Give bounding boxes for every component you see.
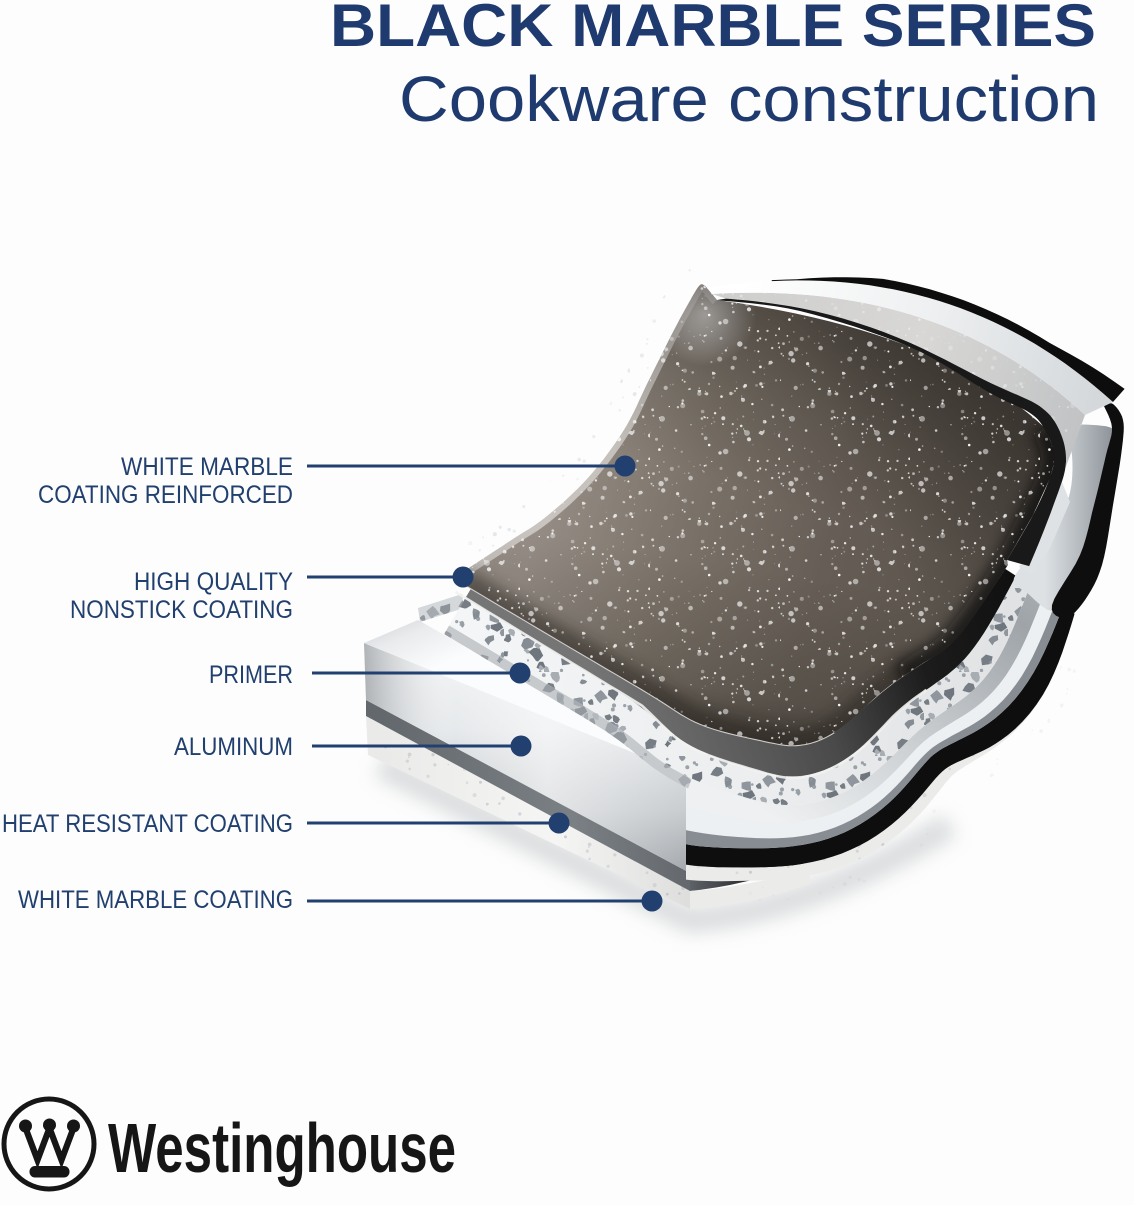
svg-text:HIGH QUALITY: HIGH QUALITY bbox=[134, 568, 293, 596]
svg-text:BLACK MARBLE SERIES: BLACK MARBLE SERIES bbox=[330, 0, 1096, 59]
svg-text:COATING REINFORCED: COATING REINFORCED bbox=[38, 481, 293, 509]
svg-text:ALUMINUM: ALUMINUM bbox=[174, 733, 293, 761]
svg-text:WHITE MARBLE COATING: WHITE MARBLE COATING bbox=[18, 886, 293, 914]
svg-text:PRIMER: PRIMER bbox=[209, 661, 293, 689]
svg-text:HEAT RESISTANT COATING: HEAT RESISTANT COATING bbox=[2, 810, 293, 838]
svg-text:Westinghouse: Westinghouse bbox=[108, 1109, 456, 1187]
svg-text:NONSTICK COATING: NONSTICK COATING bbox=[70, 596, 293, 624]
svg-text:Cookware construction: Cookware construction bbox=[399, 63, 1099, 135]
svg-text:WHITE MARBLE: WHITE MARBLE bbox=[121, 453, 293, 481]
